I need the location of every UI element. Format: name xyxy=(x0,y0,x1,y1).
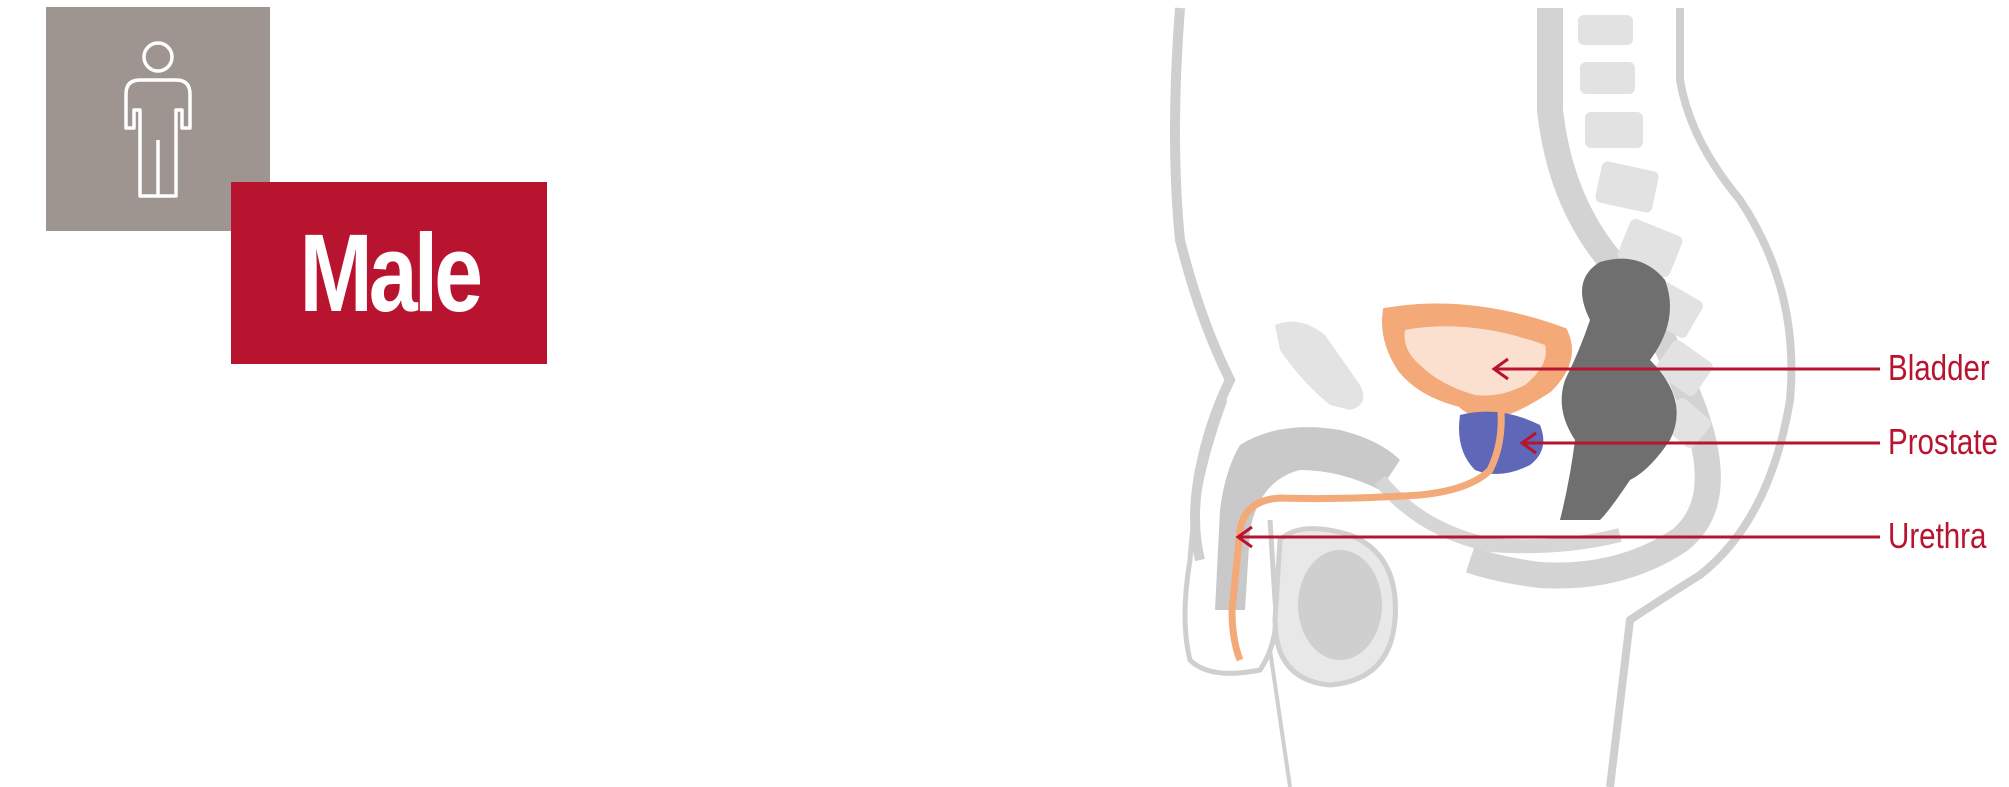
label-bladder: Bladder xyxy=(1888,347,1990,389)
pubic-bone xyxy=(1275,322,1363,410)
testis xyxy=(1298,550,1382,660)
rectum xyxy=(1560,259,1677,520)
label-urethra: Urethra xyxy=(1888,515,1986,557)
label-prostate: Prostate xyxy=(1888,421,1998,463)
leg-line xyxy=(1270,650,1290,787)
